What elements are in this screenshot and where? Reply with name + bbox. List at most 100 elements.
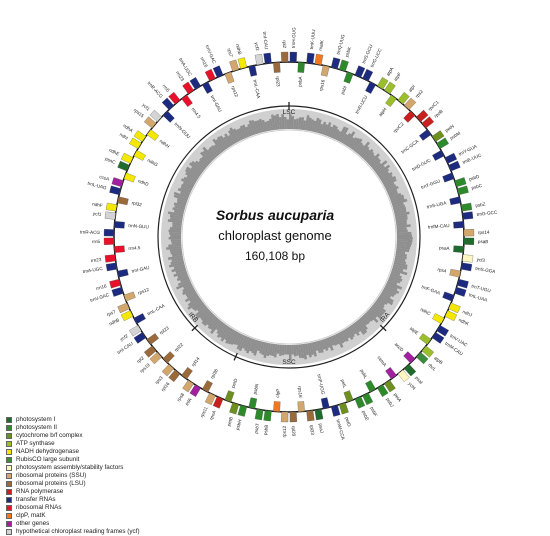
legend-swatch [6,417,12,423]
gene-block [403,110,416,123]
gene-label: rbcL [427,362,437,372]
gene-label: trnT-GGU [420,178,440,190]
gc-bar [322,338,329,351]
legend-swatch [6,449,12,455]
gene-block [117,268,129,278]
gc-bar [200,151,212,164]
gc-bar [348,137,358,149]
gene-label: clpP [275,388,281,397]
gc-bar [246,338,254,354]
gc-bar [173,263,185,270]
gene-label: trnR-ACG [80,230,101,235]
gc-bar [269,118,274,131]
gc-bar [394,259,407,265]
gc-bar [175,280,192,290]
gene-label: ycf1 [93,211,102,217]
gc-bar [295,118,299,130]
gene-label: rps15 [133,107,145,118]
gene-label: petA [393,392,403,403]
gc-bar [320,121,327,135]
gc-bar [242,336,250,349]
gene-block [385,94,397,107]
gc-bar [183,176,196,185]
gene-label: psbN [252,383,259,395]
gc-bar [309,342,314,356]
gc-bar [216,323,226,335]
gc-bar [219,135,230,149]
gene-label: trnV-GAC [89,292,110,303]
gene-block [442,172,455,183]
gene-label: trnW-CCA [336,419,346,441]
legend-item: RNA polymerase [6,488,140,496]
gc-bar [182,287,195,296]
gc-bar [176,198,188,204]
gc-bar [366,310,379,323]
gc-bar [235,333,244,346]
gc-bar [172,207,185,213]
gc-bar [276,113,280,130]
gene-label: psaI [414,375,424,385]
gc-bar [391,268,408,276]
gc-bar [369,307,383,320]
gene-block [129,325,142,337]
gc-bar [367,309,378,319]
gene-block [404,364,417,377]
gc-bar [313,341,319,351]
gc-bar [182,285,194,293]
gene-block [460,202,473,212]
gene-block [419,333,432,345]
gc-bar [382,289,395,298]
legend-label: photosystem II [16,424,57,431]
gene-block [162,351,175,364]
gc-bar [328,336,335,346]
gene-block [254,408,264,421]
gc-bar [315,341,322,354]
gene-label: rpl14 [191,356,201,368]
gene-block [453,245,464,253]
gene-block [343,390,354,403]
gene-block [224,71,235,84]
gc-bar [346,326,355,338]
gene-block [117,160,130,172]
legend-item: photosystem assembly/stability factors [6,464,140,472]
gene-block [149,109,162,122]
gc-bar [320,339,326,350]
gene-label: rrn5 [92,239,101,244]
gc-bar [373,302,387,313]
gene-label: psaJ [318,423,325,433]
gc-bar [328,124,336,138]
gene-block [454,177,467,188]
gc-bar [193,302,205,312]
gene-block [111,177,124,188]
region-boundary-tick [191,324,199,332]
gene-label: rpl23 [159,325,171,335]
gene-block [248,65,258,77]
gc-bar [390,194,404,202]
gene-label: trnI-CAU [262,31,269,49]
gene-label: trnL-UAA [468,292,488,303]
gc-bar [359,317,368,326]
gc-bar [291,116,295,130]
gc-bar [396,229,408,233]
gc-bar [266,120,271,131]
legend-swatch [6,441,12,447]
legend-item: other genes [6,520,140,528]
gc-bar [245,126,252,137]
gc-bar [289,113,292,130]
gc-bar [302,343,308,360]
gc-bar [199,309,211,320]
gene-label: trnS-GGA [475,266,497,274]
gc-bar [169,231,182,235]
gene-label: trnS-UGA [426,200,447,209]
gc-bar [176,200,187,206]
gene-block [273,62,281,73]
gc-bar [343,329,350,339]
gene-block [436,325,449,337]
gene-label: ndhC [419,307,432,317]
gene-label: psbK [344,45,352,57]
gene-label: ccsA [99,174,111,182]
gc-bar [311,342,317,357]
gc-bar [334,130,342,141]
gc-bar [187,296,201,307]
